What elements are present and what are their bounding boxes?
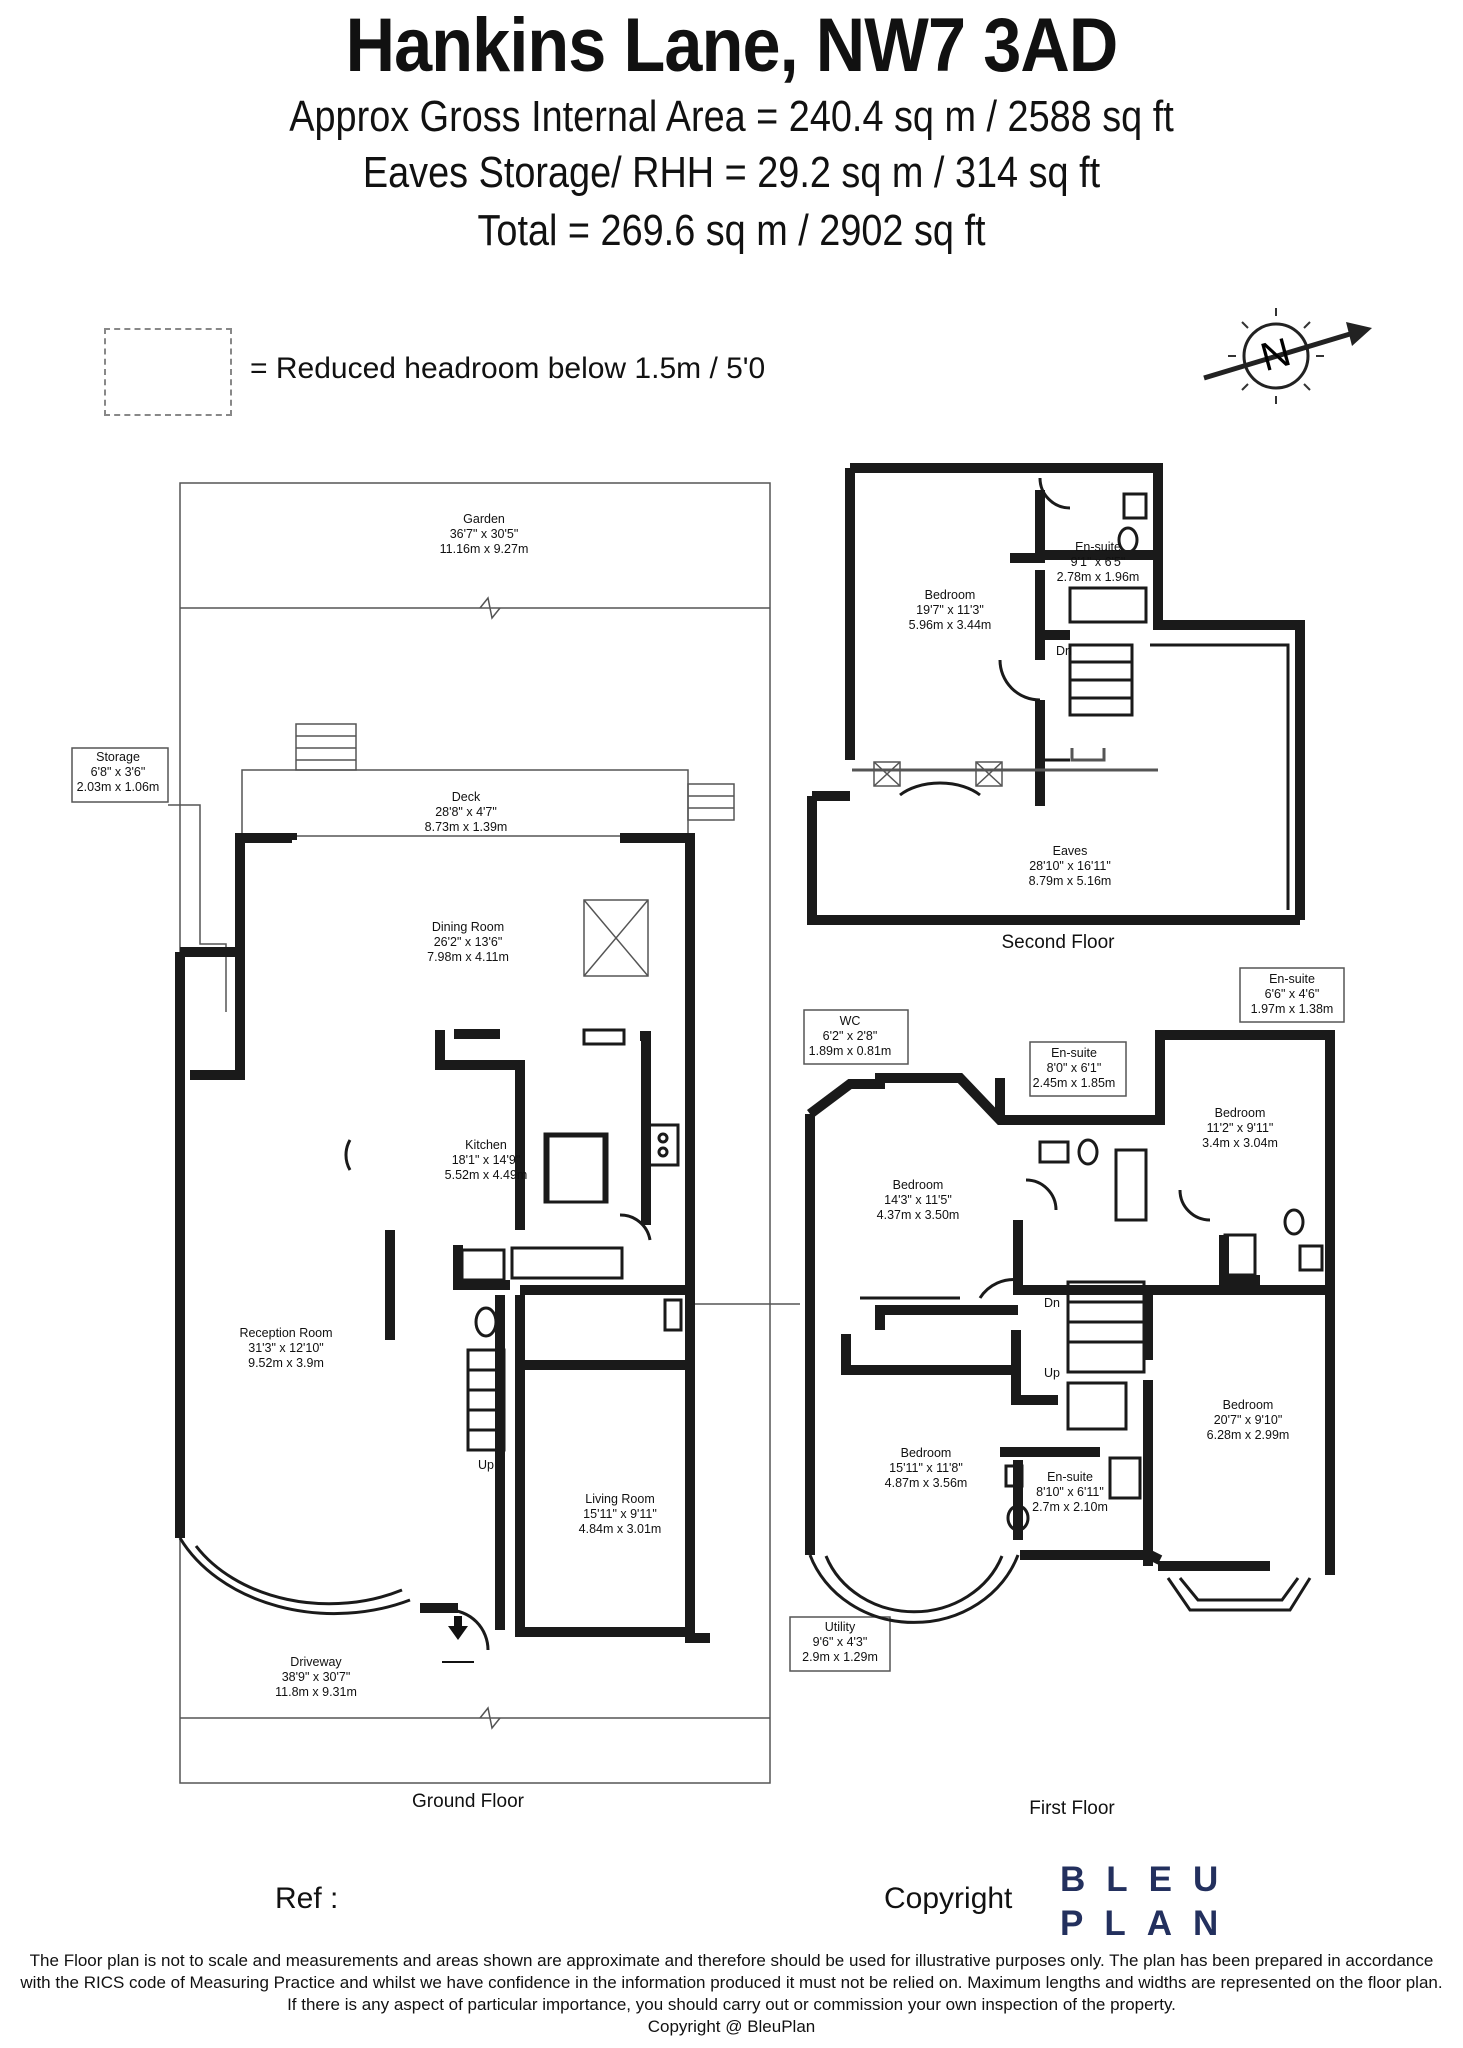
disclaimer-text: The Floor plan is not to scale and measu… <box>20 1951 1443 2036</box>
page-title: Hankins Lane, NW7 3AD <box>345 3 1119 88</box>
bleuplan-logo: BLEU PLAN <box>1060 1860 1240 1943</box>
reduced-headroom-legend-swatch <box>104 328 232 416</box>
plot-boundary <box>179 482 771 1784</box>
gross-area-line: Approx Gross Internal Area = 240.4 sq m … <box>289 92 1174 141</box>
stairs-down-label-second: Dn <box>1056 644 1072 658</box>
copyright-label: Copyright <box>884 1882 1013 1915</box>
reference-label: Ref : <box>275 1882 339 1915</box>
total-area-line: Total = 269.6 sq m / 2902 sq ft <box>477 206 986 255</box>
stairs-down-label-first: Dn <box>1044 1296 1060 1310</box>
floor-title-first: First Floor <box>1029 1798 1115 1819</box>
stairs-up-label-ground: Up <box>478 1458 494 1472</box>
north-compass-icon: N <box>1203 308 1372 404</box>
floor-title-second: Second Floor <box>1001 932 1115 953</box>
floor-title-ground: Ground Floor <box>412 1791 524 1812</box>
eaves-area-line: Eaves Storage/ RHH = 29.2 sq m / 314 sq … <box>362 148 1101 197</box>
stairs-up-label-first: Up <box>1044 1366 1060 1380</box>
reduced-headroom-legend-text: = Reduced headroom below 1.5m / 5'0 <box>250 352 766 385</box>
